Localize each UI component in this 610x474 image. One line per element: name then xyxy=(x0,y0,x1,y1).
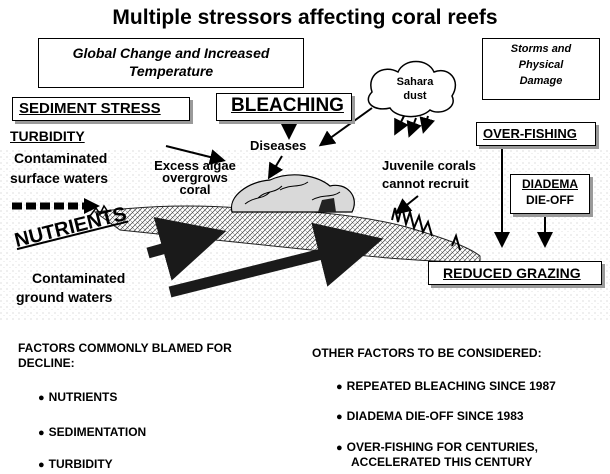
dust-arrow-2 xyxy=(410,118,416,134)
contaminated-surface-line1: Contaminated xyxy=(14,150,107,166)
excess-algae-line3: coral xyxy=(150,184,240,196)
storms-box: Storms and Physical Damage xyxy=(482,38,600,100)
bleaching-box: BLEACHING xyxy=(216,93,352,121)
other-factor-overfishing-line1: OVER-FISHING FOR CENTURIES, xyxy=(336,440,538,454)
storms-line3: Damage xyxy=(483,75,599,87)
dust-arrow-1 xyxy=(396,116,404,132)
global-change-line2: Temperature xyxy=(39,63,303,79)
storms-line2: Physical xyxy=(483,59,599,71)
contaminated-surface-line2: surface waters xyxy=(10,170,108,186)
over-fishing-box: OVER-FISHING xyxy=(476,122,596,146)
juvenile-line1: Juvenile corals xyxy=(382,158,476,173)
factor-sedimentation: SEDIMENTATION xyxy=(38,425,146,439)
reduced-grazing-label: REDUCED GRAZING xyxy=(443,265,581,281)
juvenile-line2: cannot recruit xyxy=(382,176,469,191)
factors-blamed-heading-line2: DECLINE: xyxy=(18,356,75,370)
global-change-line1: Global Change and Increased xyxy=(39,45,303,61)
other-factor-diadema: DIADEMA DIE-OFF SINCE 1983 xyxy=(336,409,524,423)
contaminated-ground-line1: Contaminated xyxy=(32,270,125,286)
turbidity-label: TURBIDITY xyxy=(10,128,85,144)
sahara-line2: dust xyxy=(382,90,448,102)
storms-line1: Storms and xyxy=(483,43,599,55)
contaminated-ground-line2: ground waters xyxy=(16,289,112,305)
other-factor-overfishing-line2: ACCELERATED THIS CENTURY xyxy=(351,455,532,469)
over-fishing-label: OVER-FISHING xyxy=(483,126,577,141)
page-title: Multiple stressors affecting coral reefs xyxy=(0,6,610,30)
factor-turbidity: TURBIDITY xyxy=(38,457,113,471)
sahara-line1: Sahara xyxy=(382,76,448,88)
global-change-box: Global Change and Increased Temperature xyxy=(38,38,304,88)
sediment-stress-box: SEDIMENT STRESS xyxy=(12,97,190,121)
sediment-stress-label: SEDIMENT STRESS xyxy=(19,100,161,117)
diseases-label: Diseases xyxy=(250,138,306,153)
reduced-grazing-box: REDUCED GRAZING xyxy=(428,261,602,285)
other-factor-bleaching: REPEATED BLEACHING SINCE 1987 xyxy=(336,379,556,393)
factor-nutrients: NUTRIENTS xyxy=(38,390,117,404)
factors-blamed-heading-line1: FACTORS COMMONLY BLAMED FOR xyxy=(18,341,232,355)
other-factors-heading: OTHER FACTORS TO BE CONSIDERED: xyxy=(312,346,542,360)
diadema-line2: DIE-OFF xyxy=(511,193,589,207)
diadema-line1: DIADEMA xyxy=(511,177,589,191)
diadema-box: DIADEMA DIE-OFF xyxy=(510,174,590,214)
dust-arrow-3 xyxy=(424,116,428,130)
bleaching-label: BLEACHING xyxy=(231,95,344,117)
